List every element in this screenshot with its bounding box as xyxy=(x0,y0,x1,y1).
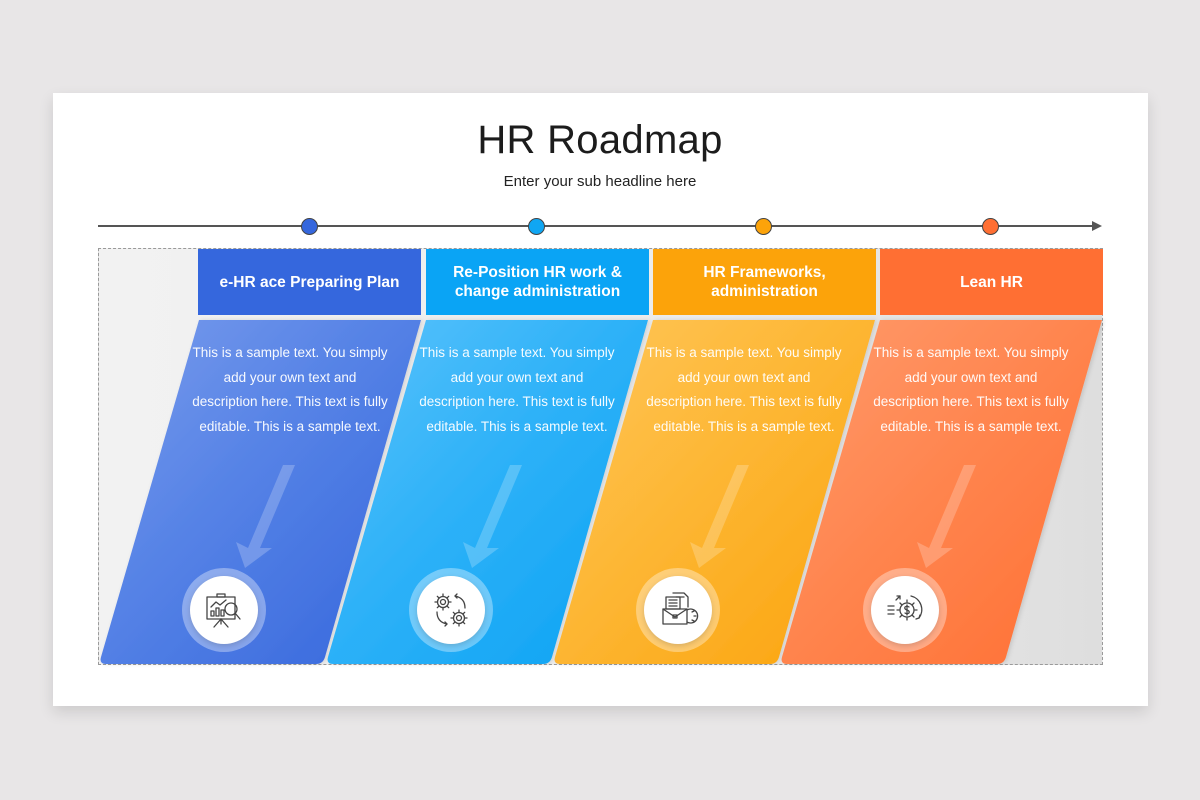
step-title: e-HR ace Preparing Plan xyxy=(219,273,400,291)
step-header-2: Re-Position HR work & change administrat… xyxy=(426,249,649,315)
timeline-dot-2 xyxy=(528,218,545,235)
step-description-4: This is a sample text. You simply add yo… xyxy=(873,345,1069,434)
timeline-dot-3 xyxy=(755,218,772,235)
briefcase-documents-icon xyxy=(662,592,699,625)
timeline-arrow-icon xyxy=(1092,221,1102,231)
step-title: Re-Position HR work & change administrat… xyxy=(453,264,622,300)
step-title: Lean HR xyxy=(960,273,1023,291)
dollar-gear-icon xyxy=(887,595,923,621)
step-description-1: This is a sample text. You simply add yo… xyxy=(192,345,388,434)
gears-cycle-icon xyxy=(434,593,468,627)
step-header-3: HR Frameworks, administration xyxy=(653,249,876,315)
step-title: HR Frameworks, administration xyxy=(703,264,826,300)
slide-title: HR Roadmap xyxy=(477,118,723,162)
timeline-line xyxy=(98,225,1094,227)
timeline-dot-4 xyxy=(982,218,999,235)
slide-subtitle: Enter your sub headline here xyxy=(503,173,697,190)
step-icon-3 xyxy=(636,568,720,652)
presentation-analytics-icon xyxy=(206,593,241,628)
step-icon-2 xyxy=(409,568,493,652)
step-header-1: e-HR ace Preparing Plan xyxy=(198,249,421,315)
step-header-4: Lean HR xyxy=(880,249,1103,315)
timeline-dot-1 xyxy=(301,218,318,235)
step-description-2: This is a sample text. You simply add yo… xyxy=(419,345,615,434)
step-description-3: This is a sample text. You simply add yo… xyxy=(646,345,842,434)
step-icon-4 xyxy=(863,568,947,652)
step-icon-1 xyxy=(182,568,266,652)
